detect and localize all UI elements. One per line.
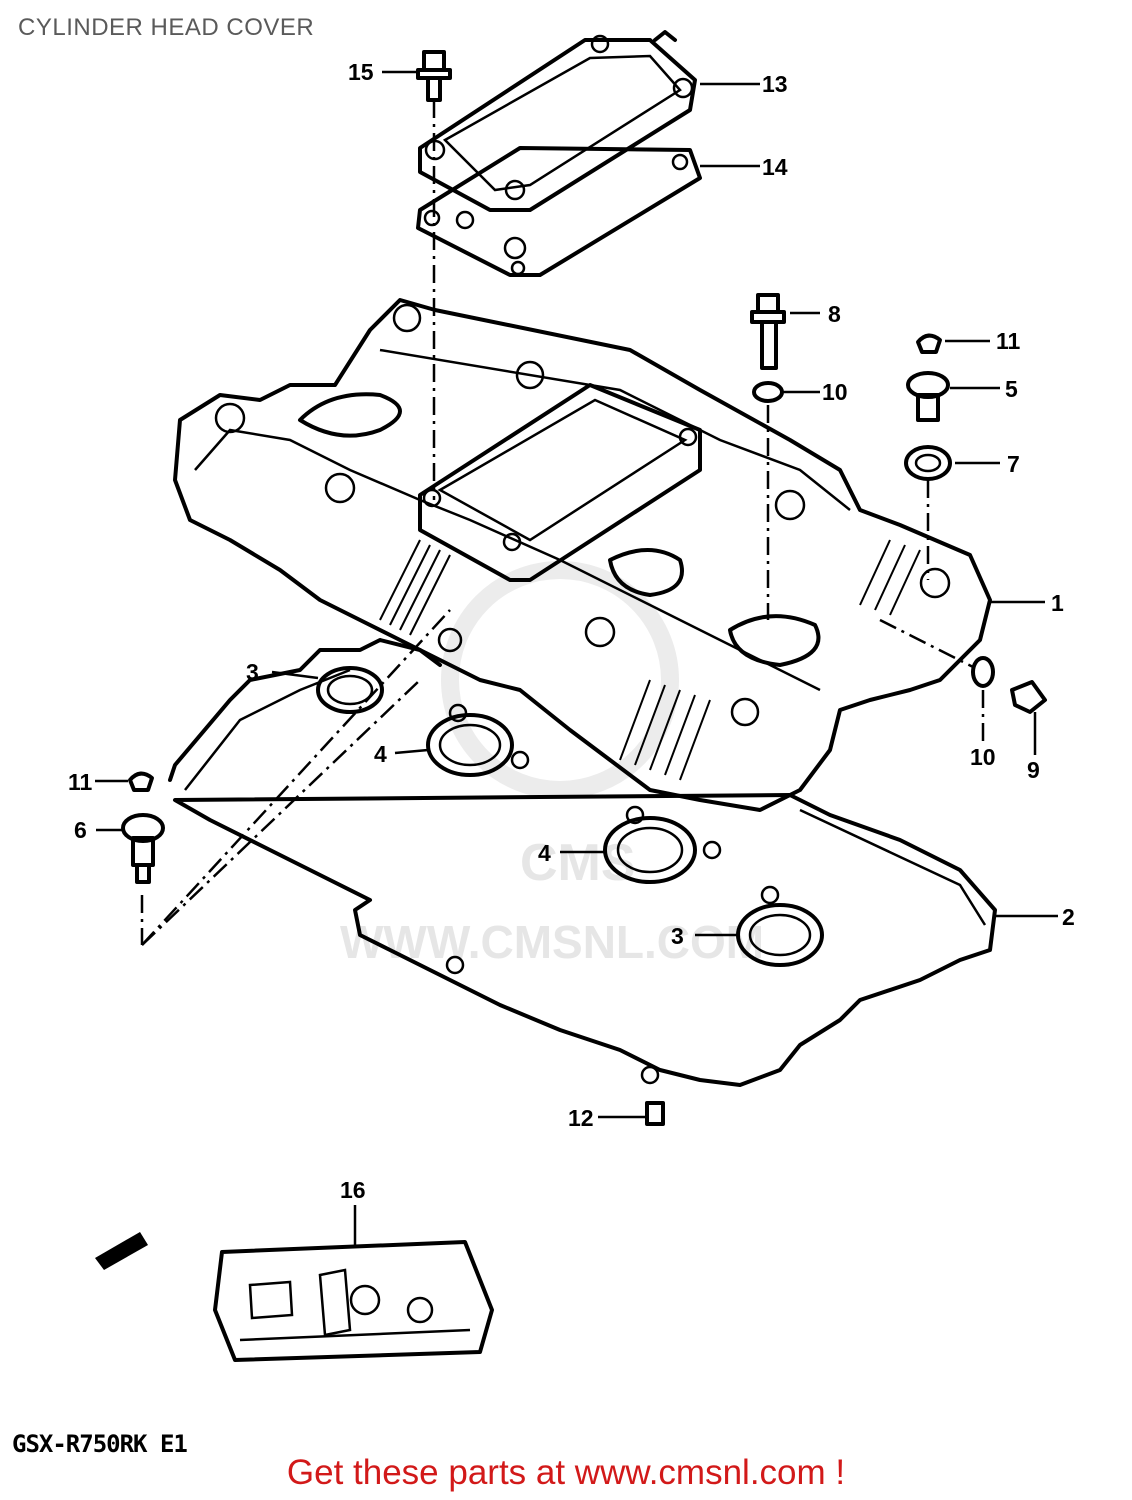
plug-9[interactable] <box>1010 680 1047 714</box>
callout-4b: 4 <box>538 840 551 866</box>
callout-13: 13 <box>762 71 788 97</box>
callout-11a: 11 <box>996 328 1021 354</box>
callout-16: 16 <box>340 1177 366 1203</box>
callout-1: 1 <box>1051 590 1064 616</box>
front-arrow-icon <box>95 1232 148 1270</box>
gasket-set-16[interactable] <box>213 1240 494 1362</box>
callout-4a: 4 <box>374 741 387 767</box>
bolt-5[interactable] <box>906 371 950 422</box>
seal-3a[interactable] <box>316 666 384 714</box>
watermark-url-text: WWW.CMSNL.COM <box>340 916 764 968</box>
callout-3a: 3 <box>246 659 259 685</box>
callout-9: 9 <box>1027 757 1040 783</box>
bolt-6[interactable] <box>121 813 165 884</box>
cylinder-head-cover[interactable] <box>173 298 992 812</box>
callout-3b: 3 <box>671 923 684 949</box>
callout-15: 15 <box>348 59 374 85</box>
washer-10a[interactable] <box>752 381 784 403</box>
callout-6: 6 <box>74 817 87 843</box>
callout-8: 8 <box>828 301 841 327</box>
bolt-8[interactable] <box>750 293 786 370</box>
grommet-7[interactable] <box>904 445 952 481</box>
leader-lines <box>95 70 1058 1245</box>
dowel-12[interactable] <box>645 1101 665 1126</box>
callout-7: 7 <box>1007 451 1020 477</box>
washer-10b[interactable] <box>971 656 995 688</box>
cap-11a[interactable] <box>916 333 942 354</box>
callout-5: 5 <box>1005 376 1018 402</box>
cap-11b[interactable] <box>128 771 154 792</box>
watermark: CMS WWW.CMSNL.COM <box>340 561 764 968</box>
seal-4b[interactable] <box>603 805 722 884</box>
callouts: 15 13 14 8 10 11 5 7 1 10 9 2 3 4 4 3 11… <box>68 59 1075 1203</box>
callout-10b: 10 <box>970 744 996 770</box>
model-label: GSX-R750RK E1 <box>12 1430 188 1458</box>
center-lines <box>140 100 985 946</box>
seal-4a[interactable] <box>426 703 530 777</box>
watermark-logo-text: CMS <box>520 834 636 892</box>
head-cover-gasket[interactable] <box>168 638 997 1087</box>
callout-10a: 10 <box>822 379 848 405</box>
callout-14: 14 <box>762 154 788 180</box>
footer-link[interactable]: Get these parts at www.cmsnl.com ! <box>286 1453 846 1492</box>
callout-12: 12 <box>568 1105 594 1131</box>
diagram-title: CYLINDER HEAD COVER <box>18 14 315 41</box>
bolt-15[interactable] <box>416 50 452 102</box>
callout-11b: 11 <box>68 769 93 795</box>
callout-2: 2 <box>1062 904 1075 930</box>
